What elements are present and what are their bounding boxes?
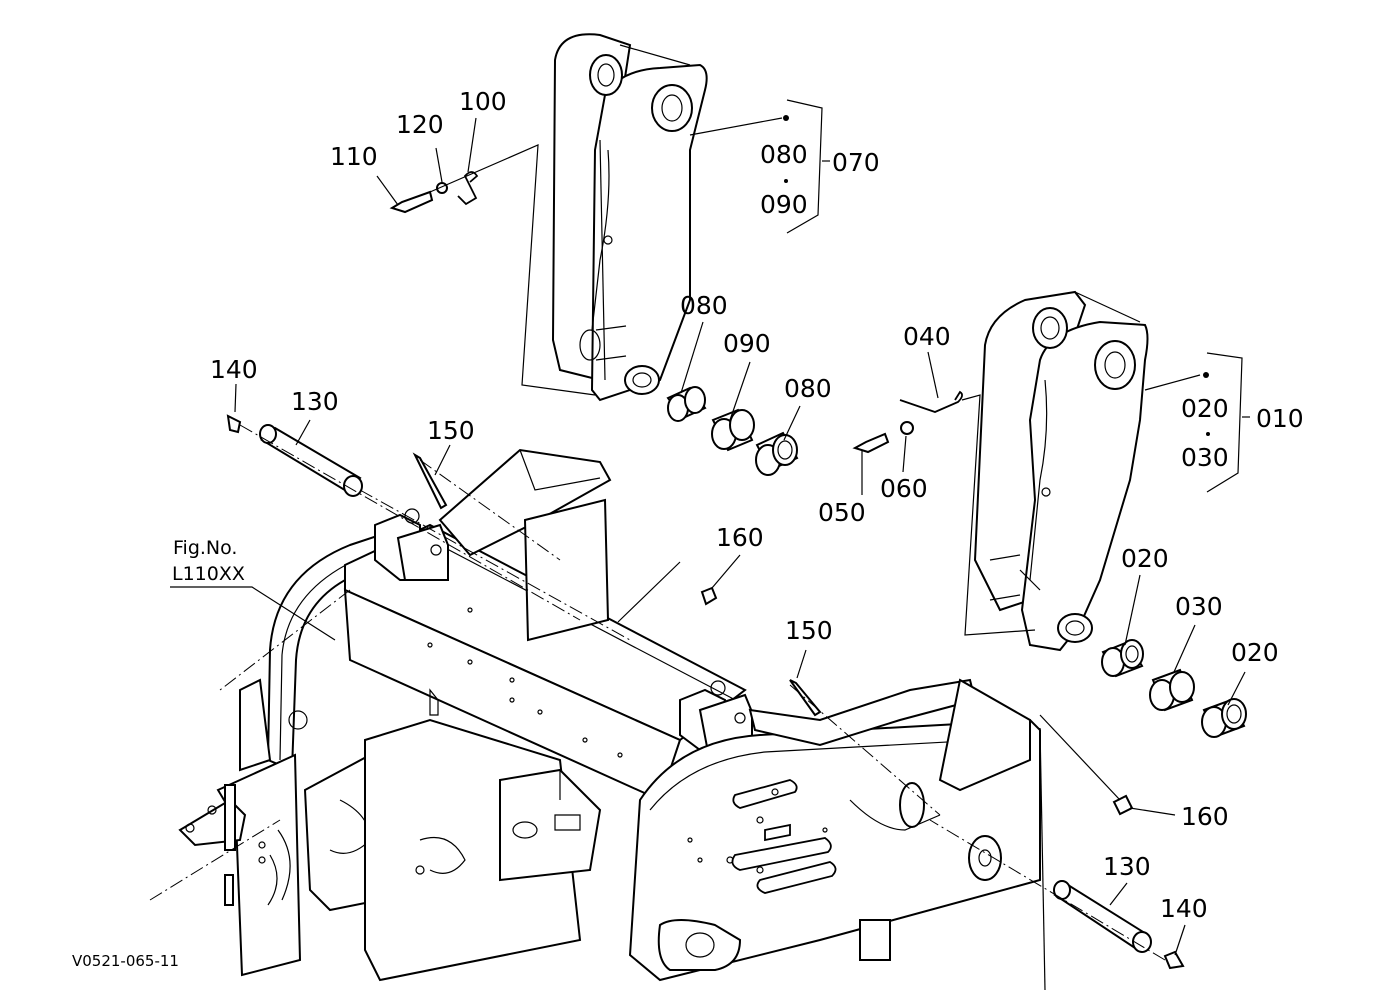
label-040: 040 xyxy=(903,322,951,351)
callout-right-bottom: 030 xyxy=(1181,443,1229,472)
callout-dots xyxy=(783,115,1210,436)
label-130-left: 130 xyxy=(291,387,339,416)
center-lines xyxy=(149,424,1166,961)
pin-130-right xyxy=(968,835,1185,970)
figure-ref-line1: Fig.No. xyxy=(173,537,237,559)
label-020-right-a: 020 xyxy=(1121,544,1169,573)
pin-130-left xyxy=(226,414,363,497)
beam-holes xyxy=(427,607,623,758)
left-lift-arm xyxy=(551,33,708,402)
bushings-left xyxy=(666,386,799,476)
bushings-right xyxy=(1101,639,1247,738)
figure-ref-line2: L110XX xyxy=(172,563,245,585)
label-100: 100 xyxy=(459,87,507,116)
label-160-right: 160 xyxy=(1181,802,1229,831)
diagram-code: V0521-065-11 xyxy=(72,952,179,970)
right-lift-arm xyxy=(973,290,1149,652)
label-080-left-b: 080 xyxy=(784,374,832,403)
loader-main-frame xyxy=(178,448,1041,982)
label-160-left: 160 xyxy=(716,523,764,552)
label-060: 060 xyxy=(880,474,928,503)
part-number-labels: 100 120 110 080 090 080 140 130 150 160 … xyxy=(72,87,1304,970)
callout-right-top: 020 xyxy=(1181,394,1229,423)
label-020-right-b: 020 xyxy=(1231,638,1279,667)
label-080-left-a: 080 xyxy=(680,291,728,320)
label-050: 050 xyxy=(818,498,866,527)
callout-right-group: 010 xyxy=(1256,404,1304,433)
callout-left-group: 070 xyxy=(832,148,880,177)
label-030-right: 030 xyxy=(1175,592,1223,621)
label-150-right: 150 xyxy=(785,616,833,645)
label-140-left: 140 xyxy=(210,355,258,384)
label-150-left: 150 xyxy=(427,416,475,445)
side-plate-slots xyxy=(687,779,837,894)
callout-left-bottom: 090 xyxy=(760,190,808,219)
label-090-left: 090 xyxy=(723,329,771,358)
label-130-right: 130 xyxy=(1103,852,1151,881)
label-140-right: 140 xyxy=(1160,894,1208,923)
callout-left-top: 080 xyxy=(760,140,808,169)
label-110: 110 xyxy=(330,142,378,171)
leader-lines xyxy=(170,99,1250,991)
label-120: 120 xyxy=(396,110,444,139)
